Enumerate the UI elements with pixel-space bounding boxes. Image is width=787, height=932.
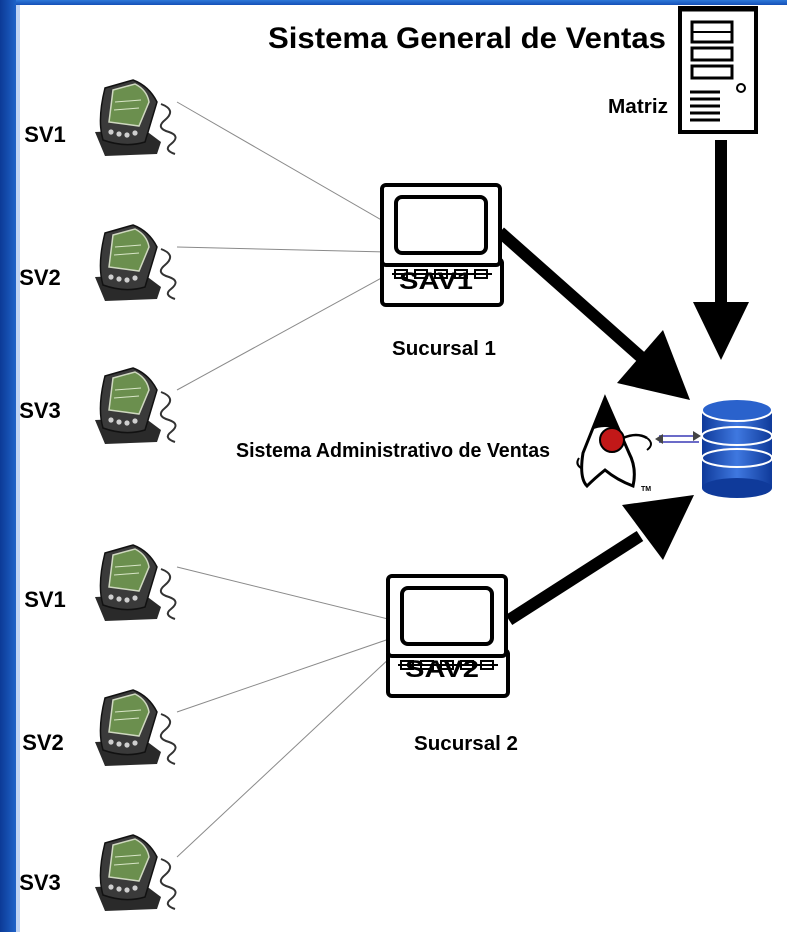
pda-icon (95, 79, 177, 156)
pda-icon (95, 689, 177, 766)
arrow-icon (693, 302, 749, 360)
database-icon (701, 398, 773, 498)
sv2-label-branch2: SV2 (22, 730, 64, 755)
sv3-label-branch1: SV3 (19, 398, 61, 423)
sv1-label-branch1: SV1 (24, 122, 66, 147)
trademark-mark: TM (641, 486, 651, 493)
top-frame-bar (0, 0, 787, 5)
sv3-label-branch2: SV3 (19, 870, 61, 895)
connection-lines (176, 101, 393, 858)
sv1-label-branch2: SV1 (24, 587, 66, 612)
arrows (496, 140, 749, 626)
pda-icon (95, 544, 177, 621)
connection-line (176, 101, 386, 223)
left-frame-highlight (16, 5, 20, 932)
admin-system-label: Sistema Administrativo de Ventas (236, 440, 550, 462)
sucursal-1-caption: Sucursal 1 (392, 338, 496, 360)
sv2-label-branch1: SV2 (19, 265, 61, 290)
arrow-icon (617, 330, 690, 400)
server-tower-icon (678, 6, 758, 134)
arrow-icon (496, 227, 646, 363)
connection-line (176, 655, 393, 858)
pda-devices (95, 79, 177, 911)
connection-line (176, 566, 393, 621)
connection-line (176, 275, 386, 391)
laptop-icon (380, 183, 504, 307)
arrow-icon (622, 495, 694, 560)
connection-line (176, 637, 393, 713)
arrow-icon (505, 530, 644, 626)
laptop-icon (386, 574, 510, 698)
sav2-screen-label: SAV2 (405, 656, 479, 683)
connection-line (176, 246, 386, 253)
diagram-title: Sistema General de Ventas (268, 22, 666, 55)
matriz-label: Matriz (608, 96, 668, 118)
java-duke-logo-icon (576, 394, 701, 489)
pda-icon (95, 834, 177, 911)
pda-icon (95, 367, 177, 444)
sav1-screen-label: SAV1 (399, 268, 473, 295)
left-frame-bar (0, 0, 16, 932)
sucursal-2-caption: Sucursal 2 (414, 733, 518, 755)
pda-icon (95, 224, 177, 301)
